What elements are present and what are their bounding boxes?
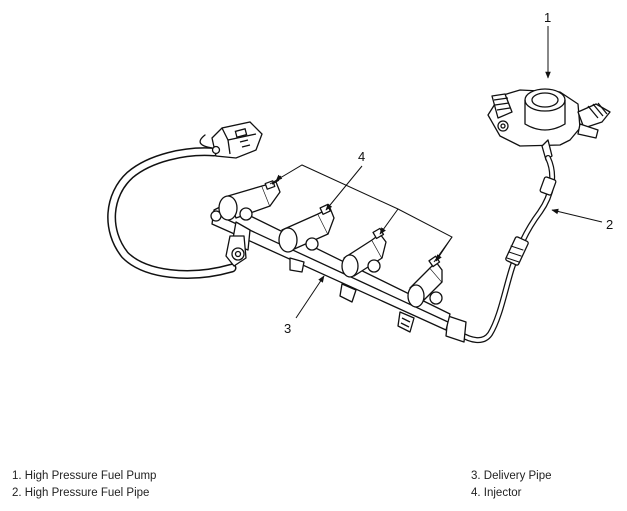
wiring-harness	[107, 134, 237, 279]
injector-1	[218, 179, 281, 221]
injector-4	[407, 255, 443, 308]
high-pressure-fuel-pump-icon	[487, 88, 611, 161]
callout-4: 4	[358, 149, 365, 164]
callout-1: 1	[544, 10, 551, 25]
injector-2	[278, 203, 335, 253]
leader-lines	[269, 26, 603, 319]
legend-item-4: 4. Injector	[471, 487, 522, 499]
fuel-system-diagram: 1 2 3 4	[107, 10, 613, 343]
injector-3	[341, 227, 387, 278]
legend-item-2: 2. High Pressure Fuel Pipe	[12, 487, 150, 499]
callout-2: 2	[606, 217, 613, 232]
legend-item-3: 3. Delivery Pipe	[471, 470, 552, 482]
legend-item-1: 1. High Pressure Fuel Pump	[12, 470, 157, 482]
callout-3: 3	[284, 321, 291, 336]
high-pressure-fuel-pipe-icon	[445, 155, 557, 343]
wiring-connector-icon	[211, 121, 263, 159]
